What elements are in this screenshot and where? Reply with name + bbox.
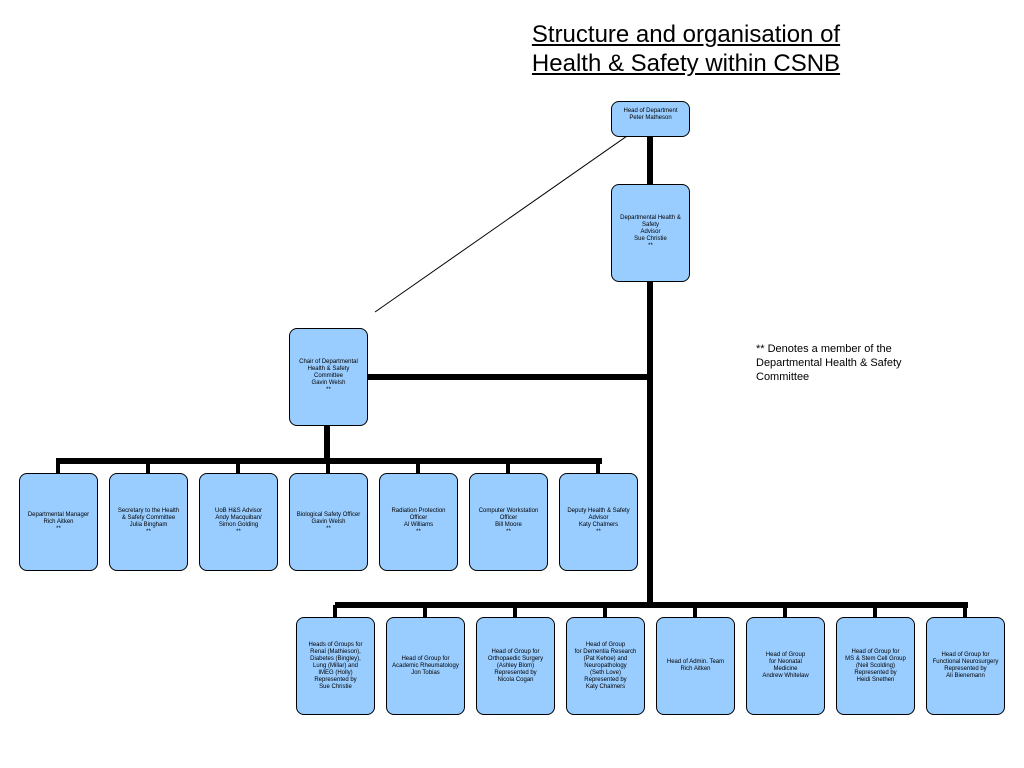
node-label: Chair of Departmental Health & Safety Co… (299, 359, 358, 393)
node-label: Head of Admin. Team Rich Aitken (666, 659, 725, 672)
node-orthopaedic-surgery[interactable]: Head of Group for Orthopaedic Surgery (A… (476, 617, 555, 715)
node-neonatal-medicine[interactable]: Head of Group for Neonatal Medicine Andr… (746, 617, 825, 715)
node-functional-neurosurgery[interactable]: Head of Group for Functional Neurosurger… (926, 617, 1005, 715)
node-health-safety-advisor[interactable]: Departmental Health & Safety Advisor Sue… (611, 184, 690, 282)
node-head-of-department[interactable]: Head of Department Peter Matheson (611, 101, 690, 137)
node-deputy-advisor[interactable]: Deputy Health & Safety Advisor Katy Chal… (559, 473, 638, 571)
node-label: Departmental Health & Safety Advisor Sue… (620, 215, 681, 249)
committee-member-note: ** Denotes a member of the Departmental … (756, 343, 902, 383)
node-label: Radiation Protection Officer Al Williams… (391, 508, 446, 535)
node-label: UoB H&S Advisor Andy Macquiban/ Simon Go… (214, 508, 263, 535)
node-dementia-research[interactable]: Head of Group for Dementia Research (Pat… (566, 617, 645, 715)
diagonal-reporting-line (374, 112, 661, 313)
node-biological-safety-officer[interactable]: Biological Safety Officer Gavin Welsh ** (289, 473, 368, 571)
node-computer-workstation-officer[interactable]: Computer Workstation Officer Bill Moore … (469, 473, 548, 571)
page-title: Structure and organisation of Health & S… (486, 20, 886, 78)
node-heads-of-groups-renal[interactable]: Heads of Groups for Renal (Mathieson), D… (296, 617, 375, 715)
node-stem-cell-group[interactable]: Head of Group for MS & Stem Cell Group (… (836, 617, 915, 715)
node-label: Secretary to the Health & Safety Committ… (117, 508, 180, 535)
node-label: Departmental Manager Rich Aitken ** (27, 511, 90, 532)
node-academic-rheumatology[interactable]: Head of Group for Academic Rheumatology … (386, 617, 465, 715)
node-label: Head of Group for Neonatal Medicine Andr… (762, 652, 809, 679)
node-radiation-protection-officer[interactable]: Radiation Protection Officer Al Williams… (379, 473, 458, 571)
node-uob-advisor[interactable]: UoB H&S Advisor Andy Macquiban/ Simon Go… (199, 473, 278, 571)
title-line-1: Structure and organisation of (531, 21, 841, 48)
node-committee-chair[interactable]: Chair of Departmental Health & Safety Co… (289, 328, 368, 426)
title-line-2: Health & Safety within CSNB (531, 50, 841, 77)
node-committee-secretary[interactable]: Secretary to the Health & Safety Committ… (109, 473, 188, 571)
node-admin-team[interactable]: Head of Admin. Team Rich Aitken (656, 617, 735, 715)
node-label: Computer Workstation Officer Bill Moore … (478, 508, 539, 535)
node-label: Head of Group for Orthopaedic Surgery (A… (487, 648, 544, 683)
node-label: Head of Group for Functional Neurosurger… (932, 652, 999, 679)
node-departmental-manager[interactable]: Departmental Manager Rich Aitken ** (19, 473, 98, 571)
node-label: Head of Group for Academic Rheumatology … (392, 655, 459, 676)
node-label: Head of Department Peter Matheson (623, 108, 678, 121)
node-label: Head of Group for Dementia Research (Pat… (574, 641, 637, 690)
node-label: Biological Safety Officer Gavin Welsh ** (296, 511, 361, 532)
node-label: Deputy Health & Safety Advisor Katy Chal… (567, 508, 630, 535)
node-label: Head of Group for MS & Stem Cell Group (… (845, 648, 906, 683)
node-label: Heads of Groups for Renal (Mathieson), D… (308, 641, 363, 690)
